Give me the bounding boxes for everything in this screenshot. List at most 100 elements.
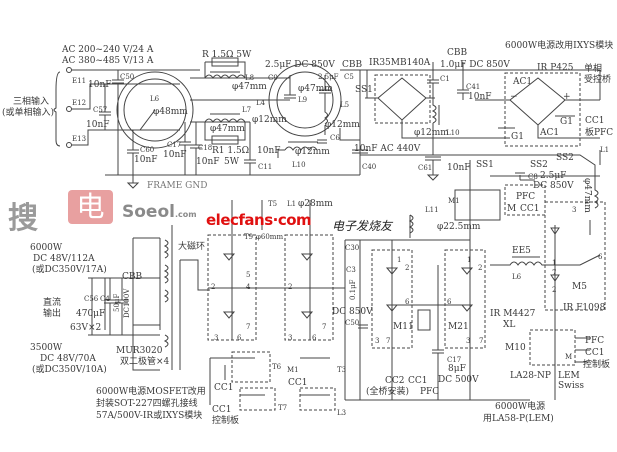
c41-label: C41 <box>466 83 481 91</box>
pin-4: 4 <box>246 283 251 291</box>
m10-label: M10 <box>505 343 526 353</box>
l6-diameter: φ48mm <box>153 107 188 117</box>
lem-label: LEM <box>558 371 580 381</box>
l11-label: L11 <box>425 206 439 214</box>
l6-toroid <box>116 71 194 149</box>
m21-label: M21 <box>448 322 469 332</box>
driver-part: IR M4427 <box>490 309 536 319</box>
c11-label: C11 <box>258 163 273 171</box>
pin-6: 6 <box>237 334 242 342</box>
c5-value: 2.5μF <box>318 73 339 81</box>
mosfet-note-2: 封装SOT-227四螺孔接线 <box>96 399 198 409</box>
c17b-label: C17 <box>447 356 462 364</box>
m1-label: M1 <box>448 197 460 205</box>
swiss-label: Swiss <box>558 381 584 391</box>
mosfet-note-1: 6000W电源MOSFET改用 <box>96 387 206 397</box>
c17b-voltage: DC 500V <box>438 375 479 385</box>
c8-label: C8 <box>528 173 538 181</box>
l8-label: L8 <box>245 74 255 82</box>
output-cap-value: 470μF <box>76 309 106 319</box>
l5-diameter: φ12mm <box>325 120 360 130</box>
input-terminals <box>53 67 200 148</box>
c40-label: C40 <box>362 163 377 171</box>
l10-diameter: φ12mm <box>295 147 330 157</box>
m1-pfc-label: PFC <box>516 192 536 202</box>
c61-label: C61 <box>418 164 433 172</box>
big-ring-label: 大磁环 <box>178 242 206 252</box>
l1b-label: L1 <box>287 200 297 208</box>
l4-diameter: φ12mm <box>252 115 287 125</box>
l8-diameter: φ47mm <box>232 82 267 92</box>
terminal-e11: E11 <box>72 77 87 85</box>
l6-label: L6 <box>150 95 160 103</box>
bridge-minus: − <box>510 92 518 102</box>
cc1-pfc-board-label: 板PFC <box>585 128 614 138</box>
out-cc1-label: CC1 <box>585 348 605 358</box>
ac-input-rating-1: AC 200~240 V/24 A <box>62 45 154 55</box>
l10b-label: L10 <box>446 129 460 137</box>
soeol-text: Soeol <box>122 202 175 222</box>
m11-pin-3: 3 <box>375 337 380 345</box>
l5-label: L5 <box>340 101 350 109</box>
cc2-label: CC2 <box>385 376 405 386</box>
cc2-note: (全桥安装) <box>366 387 410 397</box>
c8-voltage: DC 850V <box>533 181 574 191</box>
output-6000w-voltage: DC 48V/112A <box>33 254 95 264</box>
output-6000w-label: 6000W <box>30 243 63 253</box>
bridge-plus: + <box>563 92 571 102</box>
ixys-module-note: 6000W电源改用IXYS模块 <box>505 41 614 51</box>
output-diode-part: MUR3020 <box>116 346 163 356</box>
c11-value: 10nF <box>257 146 281 156</box>
l7-label: L7 <box>242 106 252 114</box>
l10b-diameter: φ12mm <box>414 128 449 138</box>
driver-part-suffix: XL <box>503 320 516 330</box>
r1-wattage: 5W <box>224 157 239 167</box>
c6-value: 10nF AC 440V <box>354 144 421 154</box>
m21-pin-6: 6 <box>447 298 452 306</box>
c50-value: 10nF <box>88 80 112 90</box>
single-phase-input-label: (或单相输入) <box>2 108 55 118</box>
pin-6-right: 6 <box>312 334 317 342</box>
output-small-cap-voltage: DC100V <box>123 288 131 318</box>
c4-label: C4 <box>100 295 110 303</box>
cc1-label-a: CC1 <box>214 383 234 393</box>
controlled-bridge-title-2: 受控桥 <box>584 75 612 85</box>
cbb-label-1: CBB <box>342 60 363 70</box>
m1-cc1-label: CC1 <box>520 204 540 214</box>
ac1-label-b: AC1 <box>540 128 560 138</box>
m1-m-label: M <box>507 204 517 214</box>
c5-label: C5 <box>344 73 354 81</box>
controlled-bridge-title-1: 单相 <box>584 64 603 74</box>
ss1-label-b: SS1 <box>476 160 494 170</box>
t5-label: T5 <box>268 200 278 208</box>
c30-label: C30 <box>345 244 360 252</box>
l9-toroid <box>268 63 342 137</box>
cc1-pfc-label: CC1 <box>408 376 428 386</box>
cbb-label-2: CBB <box>447 48 468 58</box>
c1-label: C1 <box>440 75 450 83</box>
m5-label: M5 <box>572 282 587 292</box>
c9-label: C9 <box>268 74 278 82</box>
m5-pin-1: 1 <box>552 259 557 267</box>
frame-gnd-label: FRAME GND <box>147 181 208 191</box>
c17b-value: 8μF <box>448 364 466 374</box>
terminal-e13: E13 <box>72 135 87 143</box>
m21-pin-1: 1 <box>467 256 472 264</box>
output-3500w-alt: (或DC350V/10A) <box>32 365 107 375</box>
output-cap-voltage: 63V×2 <box>70 323 102 333</box>
soeol-suffix: .com <box>174 210 197 219</box>
l10-label: L10 <box>292 161 306 169</box>
ss2-label-b: SS2 <box>530 160 548 170</box>
r1-resistor-label: R1 1.5Ω <box>212 146 250 156</box>
cc1-label: CC1 <box>585 116 605 126</box>
m21-pin-3: 3 <box>466 337 471 345</box>
pin-3-right: 3 <box>288 334 293 342</box>
c56-label: C56 <box>84 295 99 303</box>
ac1-label-a: AC1 <box>513 77 533 87</box>
pin-3: 3 <box>214 334 219 342</box>
dc-output-title-1: 直流 <box>43 298 62 308</box>
c50b-label: C50 <box>345 319 360 327</box>
c60-label: C60 <box>140 146 155 154</box>
